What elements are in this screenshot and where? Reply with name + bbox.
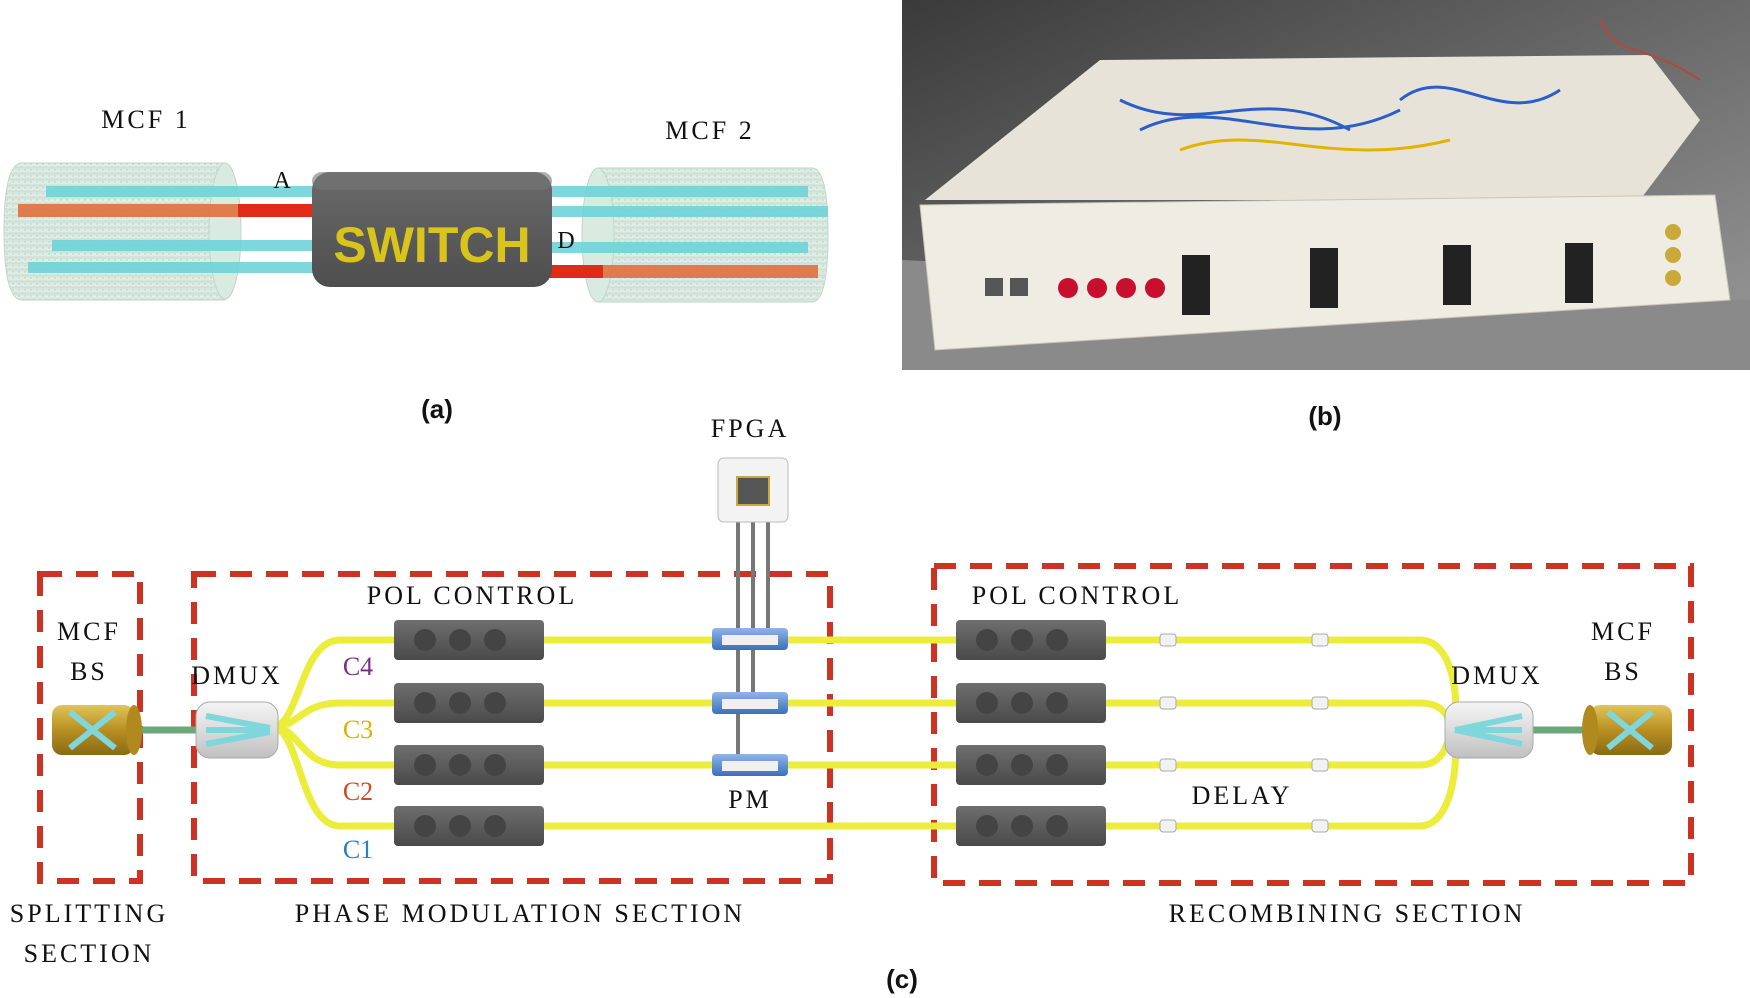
pol-control-block [394, 745, 544, 785]
pol-control-right-blocks [956, 620, 1106, 846]
mcf-bs-left-label-2: BS [70, 657, 108, 686]
channel-label-c4: C4 [343, 652, 373, 681]
mcf-bs-left [52, 705, 142, 755]
splitting-section-label-2: SECTION [24, 939, 155, 968]
pol-control-right-label: POL CONTROL [972, 581, 1182, 610]
delay-connectors [1159, 633, 1329, 833]
pol-control-block [956, 620, 1106, 660]
mcf1-label: MCF 1 [101, 105, 190, 134]
mcf2-label: MCF 2 [665, 116, 754, 145]
recombining-section-label: RECOMBINING SECTION [1169, 899, 1526, 928]
pol-control-block [956, 806, 1106, 846]
dmux-left [195, 701, 279, 759]
mcf-bs-right-label-2: BS [1604, 657, 1642, 686]
pm-label: PM [728, 785, 772, 814]
channel-label-c3: C3 [343, 715, 373, 744]
panel-b: (b) [902, 0, 1750, 431]
phase-modulator [712, 692, 788, 714]
channel-label-c1: C1 [343, 835, 373, 864]
mcf-bs-right [1582, 705, 1672, 755]
pol-control-block [394, 806, 544, 846]
pol-control-block [394, 620, 544, 660]
pol-control-block [956, 683, 1106, 723]
pol-control-left-label: POL CONTROL [367, 581, 577, 610]
splitting-section-label: SPLITTING [10, 899, 168, 928]
mcf-bs-left-label: MCF [57, 617, 121, 646]
panel-a-caption: (a) [421, 394, 453, 424]
switch-box: SWITCH [312, 172, 552, 287]
switch-label: SWITCH [333, 217, 530, 273]
phase-modulator [712, 628, 788, 650]
phase-modulators [712, 628, 788, 776]
channel-label-c2: C2 [343, 777, 373, 806]
panel-c-caption: (c) [886, 964, 918, 994]
dmux-right-label: DMUX [1451, 661, 1542, 690]
pol-control-block [956, 745, 1106, 785]
delay-label: DELAY [1192, 781, 1293, 810]
mcf1-cylinder [3, 162, 242, 301]
port-a-label: A [273, 168, 291, 194]
mcf2-cores [548, 186, 828, 278]
mcf-bs-right-label: MCF [1591, 617, 1655, 646]
phase-modulation-section-label: PHASE MODULATION SECTION [295, 899, 745, 928]
fpga-chip [717, 457, 789, 762]
port-d-label: D [557, 228, 574, 254]
dmux-left-label: DMUX [191, 661, 282, 690]
phase-modulator [712, 754, 788, 776]
recombining-section-box [931, 563, 1694, 886]
fpga-label: FPGA [711, 414, 789, 443]
pol-control-block [394, 683, 544, 723]
panel-a: SWITCH MCF 1 MCF 2 A D (a) [3, 105, 829, 424]
pol-control-left-blocks [394, 620, 544, 846]
mcf1-cores [18, 186, 318, 273]
dmux-right [1444, 701, 1534, 759]
panel-b-caption: (b) [1308, 401, 1341, 431]
hardware-photo [902, 0, 1750, 370]
panel-c: FPGA POL CONTROL POL CONTROL MCF BS MCF … [10, 414, 1694, 994]
